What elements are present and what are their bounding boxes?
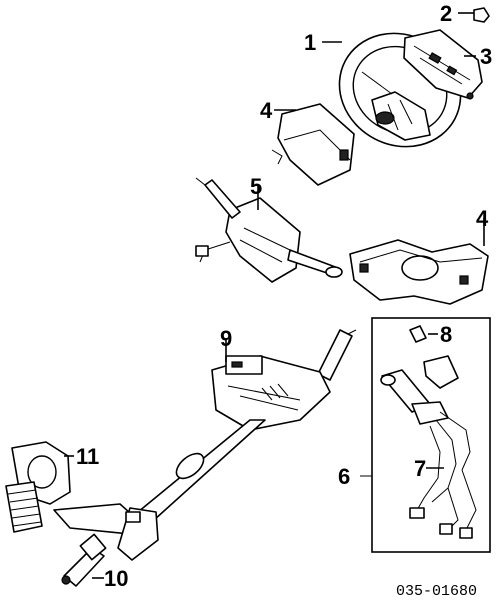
- combination-switch: [195, 177, 343, 283]
- callout-8: 8: [440, 322, 452, 347]
- column-boot: [5, 441, 71, 533]
- callout-1: 1: [304, 30, 316, 55]
- figure-code: 035-01680: [396, 583, 477, 600]
- horn-pad-cover: [271, 103, 355, 186]
- callout-3: 3: [480, 44, 492, 69]
- callout-2: 2: [440, 1, 452, 26]
- ignition-lock-group: [360, 317, 491, 553]
- horn-pad-bracket: [403, 29, 483, 100]
- callout-7: 7: [414, 456, 426, 481]
- callout-9: 9: [220, 326, 232, 351]
- horn-clip: [473, 7, 490, 23]
- intermediate-shaft: [61, 533, 107, 587]
- callout-10: 10: [104, 566, 128, 591]
- callout-4-right: 4: [476, 206, 489, 231]
- leader-lines: [64, 12, 485, 579]
- callout-4-top: 4: [260, 98, 273, 123]
- callout-5: 5: [250, 174, 262, 199]
- callout-6: 6: [338, 464, 350, 489]
- steering-column: [53, 329, 357, 561]
- column-cover: [349, 239, 489, 305]
- callout-11: 11: [76, 444, 99, 469]
